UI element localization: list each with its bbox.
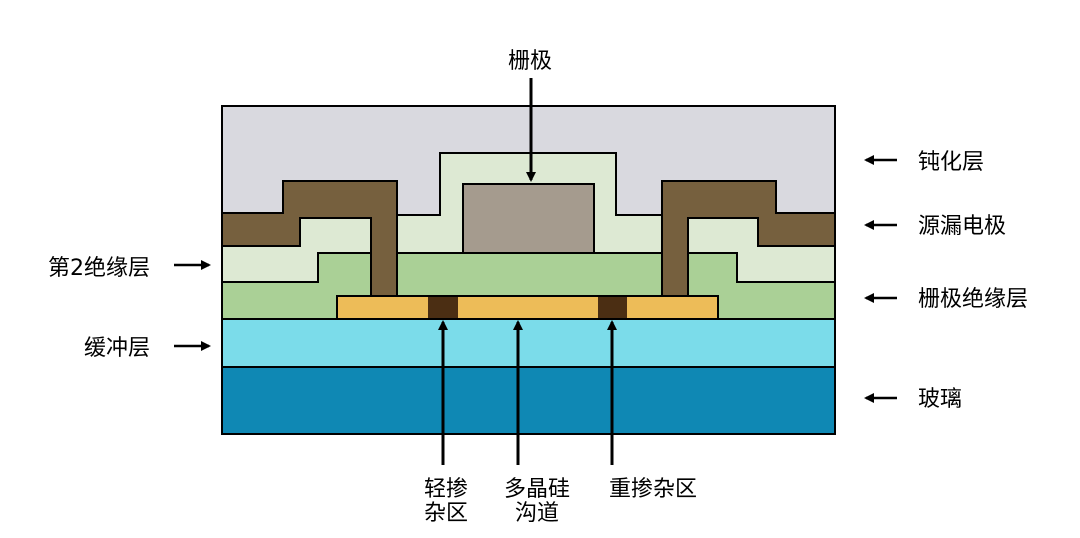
second-insulation-label: 第2绝缘层 — [48, 256, 150, 281]
buffer-label: 缓冲层 — [84, 336, 150, 361]
buffer-layer — [221, 318, 836, 368]
gate-label: 栅极 — [508, 49, 552, 74]
gate-electrode — [462, 183, 595, 254]
gate-insulation-label: 栅极绝缘层 — [918, 287, 1028, 312]
light-doped-label-line1: 轻掺 — [424, 477, 468, 502]
passivation-label: 钝化层 — [918, 150, 984, 175]
poly-channel-label-line1: 多晶硅 — [504, 477, 570, 502]
light-doped-region-right — [598, 297, 627, 318]
light-doped-region-left — [428, 297, 458, 318]
poly-si-layer — [336, 295, 719, 320]
glass-layer — [221, 366, 836, 435]
source-drain-label: 源漏电极 — [918, 214, 1006, 239]
glass-label: 玻璃 — [918, 387, 962, 412]
light-doped-label-line2: 杂区 — [424, 501, 468, 526]
heavy-doped-label: 重掺杂区 — [609, 477, 697, 502]
poly-channel-label-line2: 沟道 — [515, 501, 559, 526]
